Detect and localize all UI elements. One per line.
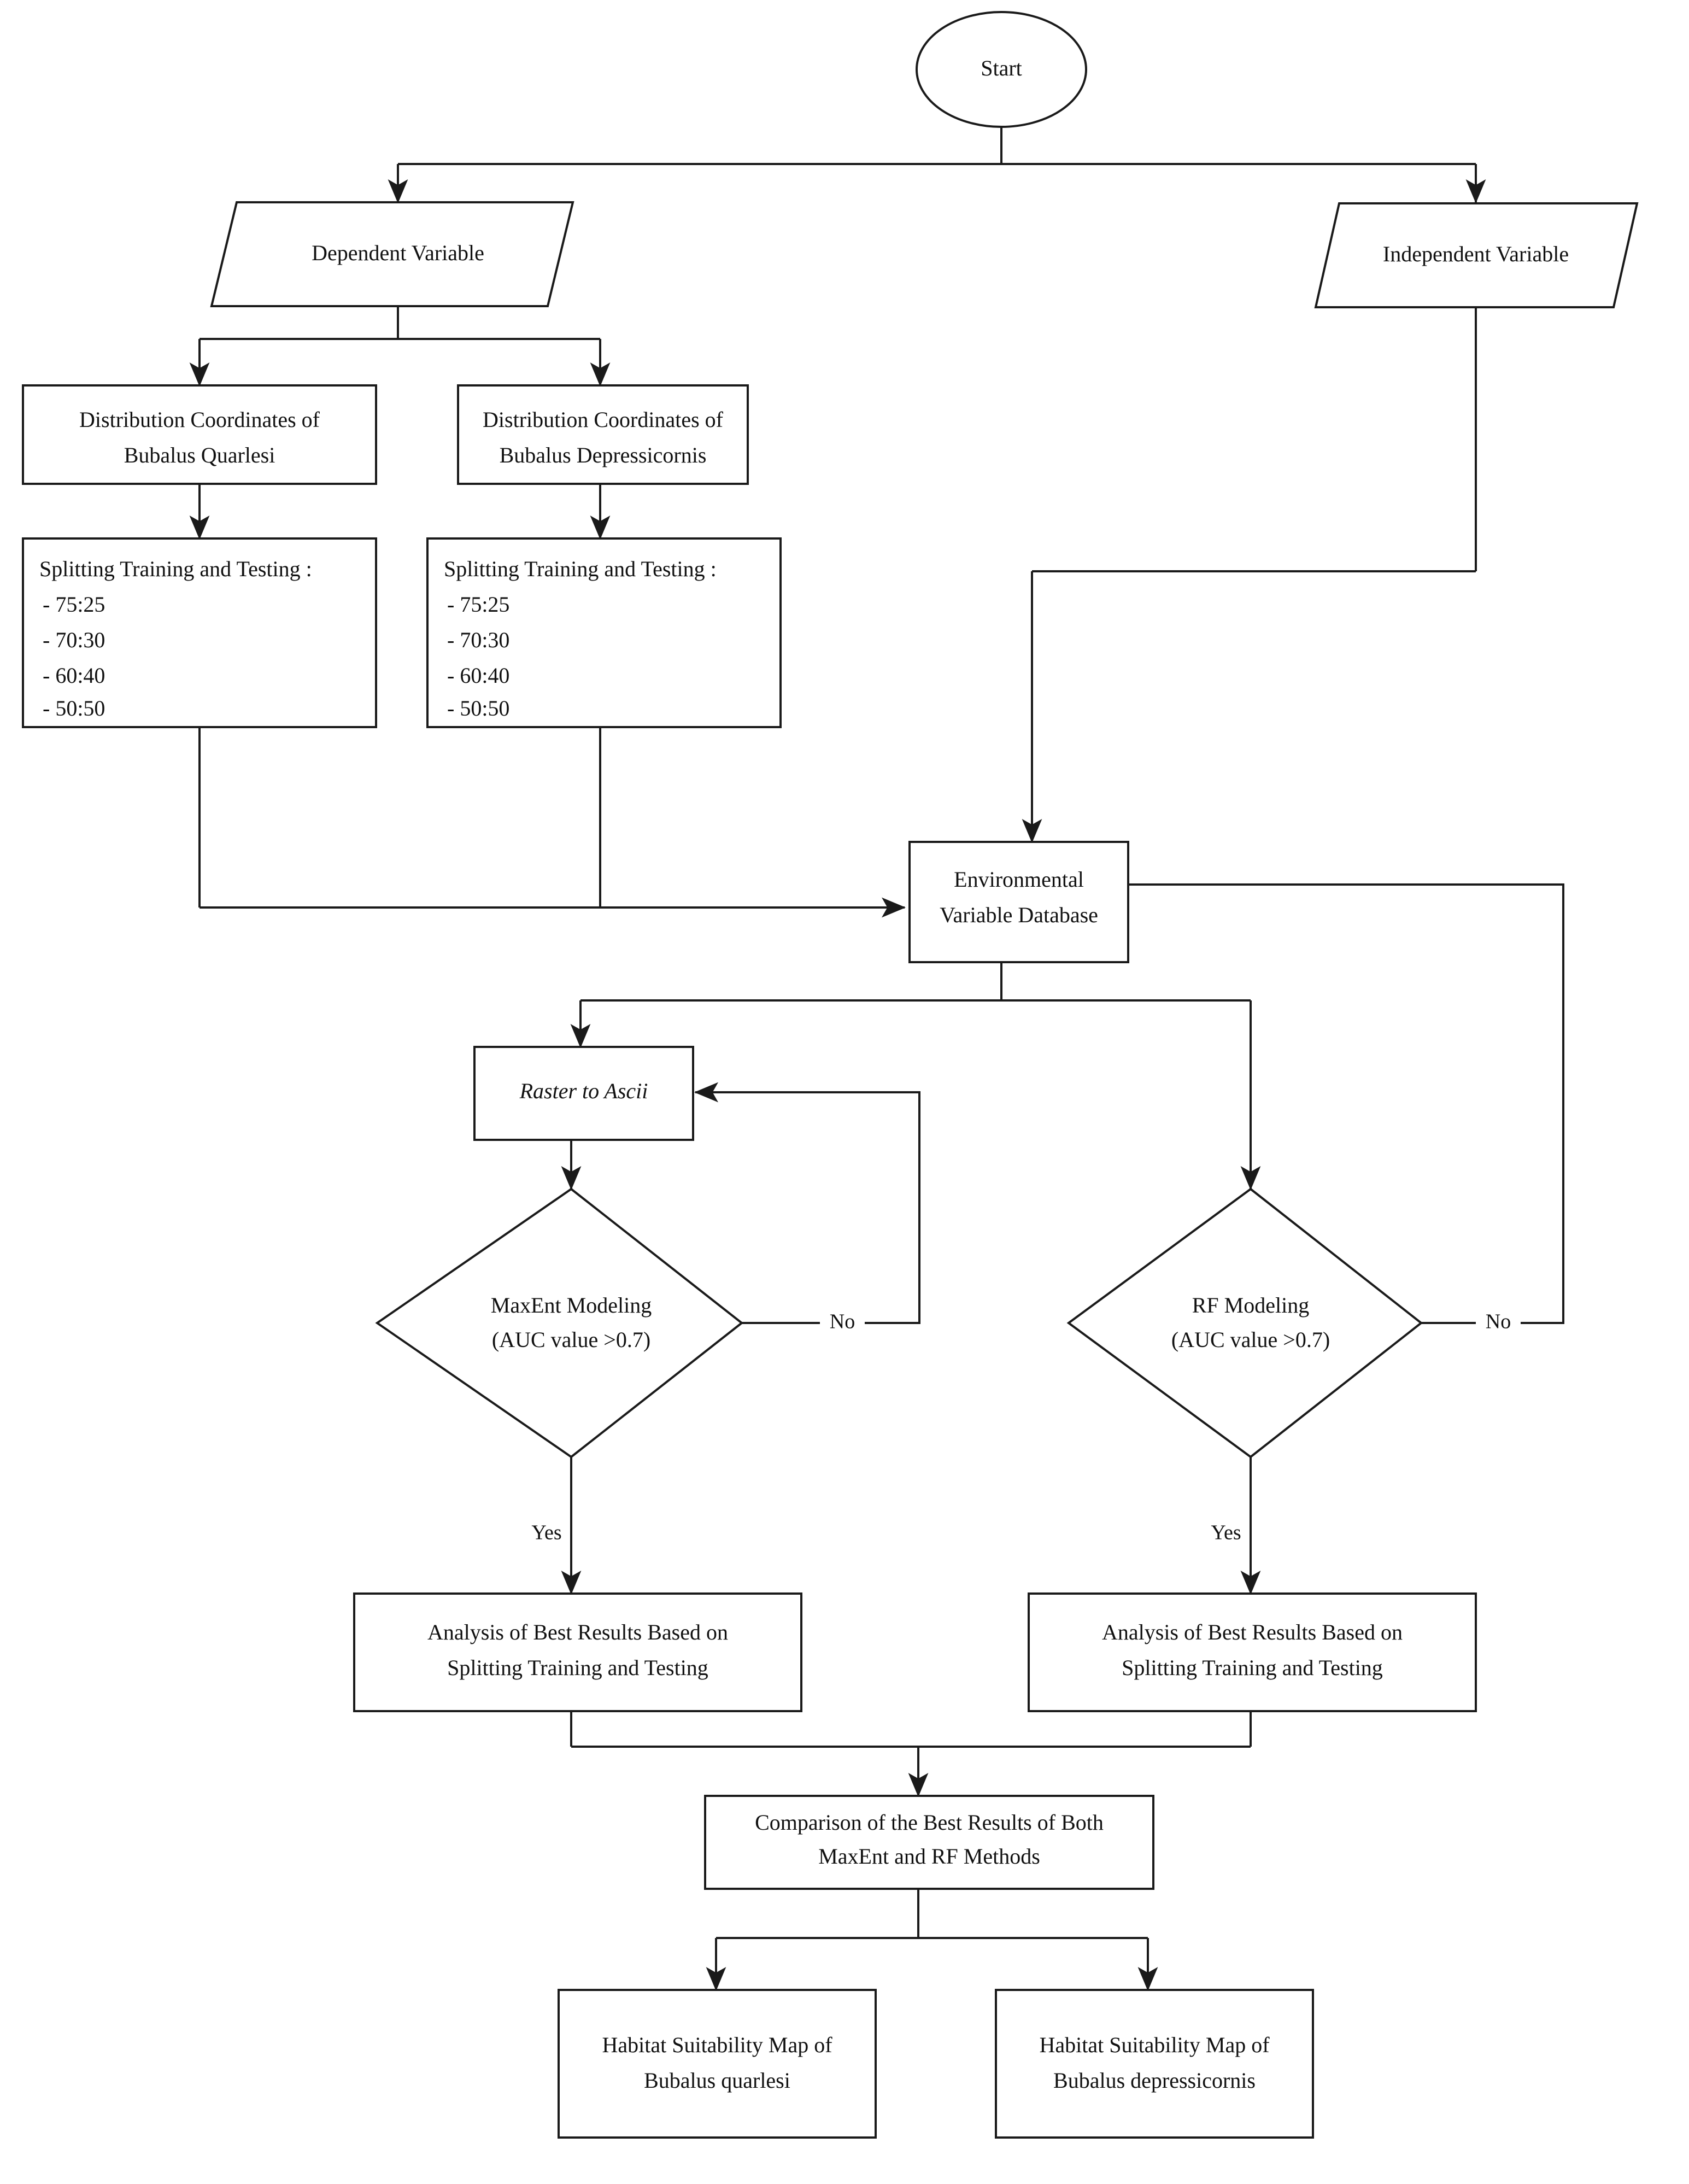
node-split-right-ratio-2: - 60:40 — [447, 663, 509, 688]
node-rf-decision[interactable] — [1066, 1187, 1423, 1459]
node-env-database-line2: Variable Database — [940, 903, 1098, 927]
node-map-quarlesi-line2: Bubalus quarlesi — [644, 2068, 790, 2093]
node-coords-depressicornis-line1: Distribution Coordinates of — [483, 407, 724, 432]
node-analysis-left[interactable] — [353, 1592, 802, 1712]
node-independent-variable-label: Independent Variable — [1383, 242, 1569, 266]
node-maxent-decision[interactable] — [375, 1187, 744, 1459]
node-map-quarlesi-line1: Habitat Suitability Map of — [602, 2033, 832, 2057]
node-coords-depressicornis[interactable] — [457, 384, 749, 485]
node-map-quarlesi[interactable] — [558, 1989, 877, 2139]
node-analysis-right-line2: Splitting Training and Testing — [1122, 1655, 1383, 1680]
node-dependent-variable[interactable] — [210, 201, 574, 307]
node-map-depressicornis[interactable] — [995, 1989, 1314, 2139]
node-map-depressicornis-line1: Habitat Suitability Map of — [1039, 2033, 1270, 2057]
node-start-label: Start — [981, 56, 1022, 80]
node-split-left-heading: Splitting Training and Testing : — [39, 557, 312, 581]
node-coords-quarlesi-line2: Bubalus Quarlesi — [124, 443, 275, 467]
node-start[interactable] — [916, 11, 1087, 128]
node-rf-decision-line1: RF Modeling — [1192, 1293, 1309, 1318]
node-split-right[interactable] — [426, 537, 782, 728]
node-comparison-line2: MaxEnt and RF Methods — [818, 1844, 1040, 1869]
node-env-database-line1: Environmental — [954, 867, 1084, 892]
node-split-right-heading: Splitting Training and Testing : — [444, 557, 717, 581]
node-comparison-line1: Comparison of the Best Results of Both — [755, 1810, 1104, 1835]
maxent-no-label-bg — [820, 1308, 865, 1338]
node-split-left-ratio-1: - 70:30 — [43, 628, 105, 652]
node-env-database[interactable] — [908, 841, 1129, 963]
node-analysis-right[interactable] — [1028, 1592, 1477, 1712]
edge-label-maxent-yes: Yes — [531, 1521, 561, 1544]
node-maxent-decision-line2: (AUC value >0.7) — [492, 1327, 650, 1352]
rf-no-label-bg — [1476, 1308, 1521, 1338]
node-dependent-variable-label: Dependent Variable — [312, 241, 484, 265]
node-split-right-ratio-1: - 70:30 — [447, 628, 509, 652]
edge-label-rf-no: No — [1486, 1310, 1511, 1333]
node-rf-decision-line2: (AUC value >0.7) — [1171, 1327, 1330, 1352]
node-split-left-ratio-2: - 60:40 — [43, 663, 105, 688]
node-split-right-ratio-0: - 75:25 — [447, 592, 509, 617]
node-analysis-left-line1: Analysis of Best Results Based on — [427, 1620, 728, 1644]
node-raster-to-ascii[interactable] — [473, 1046, 694, 1141]
node-split-right-ratio-3: - 50:50 — [447, 696, 509, 721]
node-coords-quarlesi[interactable] — [22, 384, 377, 485]
node-coords-quarlesi-line1: Distribution Coordinates of — [79, 407, 320, 432]
node-split-left-ratio-0: - 75:25 — [43, 592, 105, 617]
node-raster-to-ascii-label: Raster to Ascii — [519, 1079, 648, 1103]
node-analysis-left-line2: Splitting Training and Testing — [447, 1655, 708, 1680]
node-independent-variable[interactable] — [1314, 202, 1639, 308]
node-split-left[interactable] — [22, 537, 377, 728]
node-analysis-right-line1: Analysis of Best Results Based on — [1102, 1620, 1403, 1644]
node-maxent-decision-line1: MaxEnt Modeling — [491, 1293, 652, 1318]
node-coords-depressicornis-line2: Bubalus Depressicornis — [500, 443, 707, 467]
edge-label-maxent-no: No — [830, 1310, 855, 1333]
node-comparison[interactable] — [704, 1795, 1154, 1890]
edge-label-rf-yes: Yes — [1211, 1521, 1241, 1544]
node-split-left-ratio-3: - 50:50 — [43, 696, 105, 721]
edge-maxent-no-loop — [694, 1082, 920, 1324]
node-map-depressicornis-line2: Bubalus depressicornis — [1053, 2068, 1256, 2093]
